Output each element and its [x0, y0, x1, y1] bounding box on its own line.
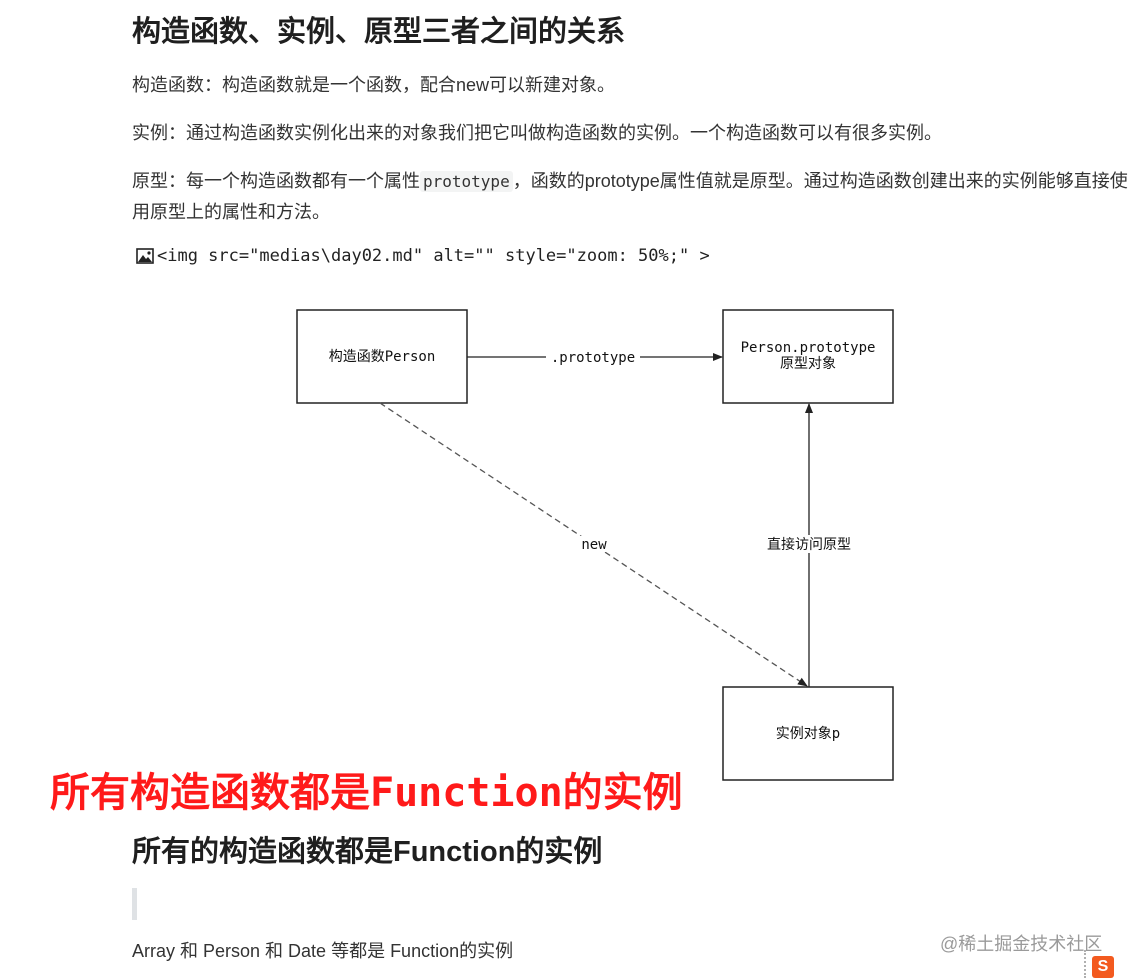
constructor-box-label: 构造函数Person — [329, 349, 436, 365]
subsection-heading: 所有的构造函数都是Function的实例 — [132, 836, 603, 868]
prototype-arrow-label: .prototype — [551, 350, 635, 366]
broken-image-placeholder[interactable]: <img src="medias\day02.md" alt="" style=… — [136, 246, 710, 266]
constructor-box — [296, 309, 468, 404]
constructor-definition: 构造函数：构造函数就是一个函数，配合new可以新建对象。 — [132, 75, 616, 95]
prototype-definition-start: 原型：每一个构造函数都有一个属性 — [132, 171, 420, 191]
prototype-relationship-diagram: 构造函数Person Person.prototype 原型对象 实例对象p .… — [296, 309, 894, 781]
corner-divider — [1084, 950, 1088, 978]
image-alt-source: <img src="medias\day02.md" alt="" style=… — [157, 246, 710, 266]
direct-access-arrow-label: 直接访问原型 — [767, 536, 851, 553]
image-icon — [136, 248, 154, 264]
instance-box — [722, 686, 894, 781]
new-arrow — [379, 402, 808, 687]
prototype-box-label-line1: Person.prototype — [741, 340, 876, 356]
new-arrow-label: new — [581, 537, 607, 553]
red-caption: 所有构造函数都是Function的实例 — [50, 770, 683, 816]
function-instances-text: Array 和 Person 和 Date 等都是 Function的实例 — [132, 941, 514, 961]
prototype-definition-end: ，函数的prototype属性值就是原型。通过构造函数创建出来的实例能够直接使用… — [132, 171, 1128, 222]
section-heading: 构造函数、实例、原型三者之间的关系 — [132, 16, 626, 48]
inline-code-prototype: prototype — [420, 171, 513, 192]
blockquote-bar — [132, 888, 137, 920]
instance-box-label: 实例对象p — [776, 726, 840, 742]
prototype-box — [722, 309, 894, 404]
sogou-logo-icon[interactable]: S — [1092, 956, 1114, 978]
watermark: @稀土掘金技术社区 — [940, 934, 1103, 954]
instance-definition: 实例：通过构造函数实例化出来的对象我们把它叫做构造函数的实例。一个构造函数可以有… — [132, 123, 942, 143]
prototype-box-label-line2: 原型对象 — [780, 356, 836, 372]
